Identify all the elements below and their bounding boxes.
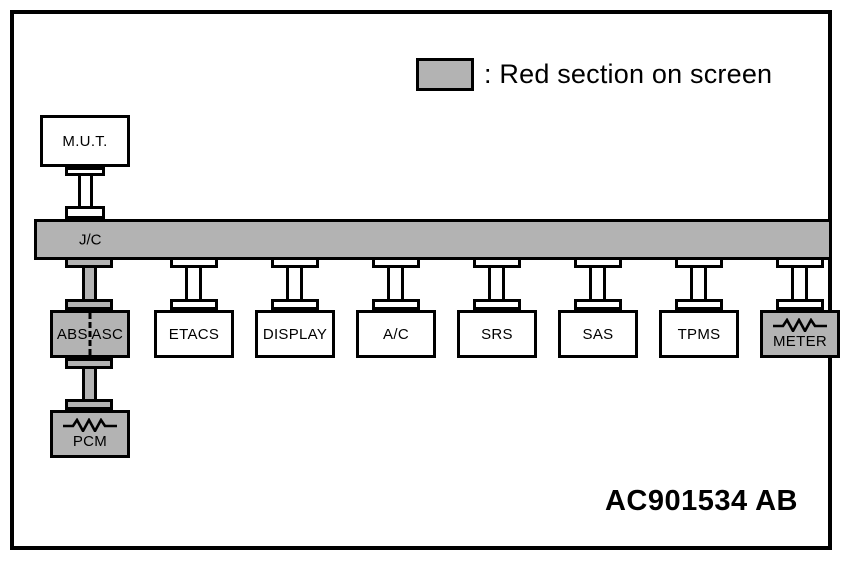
node-tpms-label: TPMS <box>677 325 721 343</box>
connector-meter-top <box>776 299 824 310</box>
connector-jc-bottom-tpms <box>675 257 723 268</box>
wire-jc-ac-left <box>387 268 390 299</box>
connector-pcm-top <box>65 399 113 410</box>
node-display-label: DISPLAY <box>262 325 328 343</box>
wire-jc-ac-right <box>401 268 404 299</box>
node-ac-label: A/C <box>383 325 409 343</box>
wire-jc-sas-left <box>589 268 592 299</box>
node-sas-label: SAS <box>582 325 614 343</box>
wire-jc-etacs-right <box>199 268 202 299</box>
node-pcm: PCM <box>50 410 130 458</box>
wire-jc-tpms-left <box>690 268 693 299</box>
connector-abs-top <box>65 299 113 310</box>
wire-jc-abs <box>82 268 97 299</box>
connector-jc-bottom-etacs <box>170 257 218 268</box>
connector-jc-top-mut <box>65 206 105 219</box>
legend-color-swatch <box>416 58 474 91</box>
resistor-icon-meter <box>771 317 829 334</box>
node-tpms: TPMS <box>659 310 739 358</box>
node-meter: METER <box>760 310 840 358</box>
connector-jc-bottom-abs <box>65 257 113 268</box>
connector-sas-top <box>574 299 622 310</box>
wire-mut-jc-right <box>90 176 93 206</box>
node-mut-label: M.U.T. <box>62 132 108 150</box>
node-etacs-label: ETACS <box>168 325 220 343</box>
connector-srs-top <box>473 299 521 310</box>
reference-code: AC901534 AB <box>604 485 798 517</box>
node-meter-label: METER <box>773 332 827 350</box>
legend: : Red section on screen <box>416 58 772 91</box>
wire-abs-pcm <box>82 369 97 399</box>
resistor-icon-pcm <box>61 417 119 434</box>
wire-jc-sas-right <box>603 268 606 299</box>
abs-asc-divider <box>88 313 92 355</box>
wire-jc-display-right <box>300 268 303 299</box>
connector-jc-bottom-sas <box>574 257 622 268</box>
connector-jc-bottom-meter <box>776 257 824 268</box>
connector-abs-bottom <box>65 358 113 369</box>
wire-mut-jc-left <box>78 176 81 206</box>
wire-jc-tpms-right <box>704 268 707 299</box>
node-sas: SAS <box>558 310 638 358</box>
connector-jc-bottom-srs <box>473 257 521 268</box>
node-etacs: ETACS <box>154 310 234 358</box>
connector-display-top <box>271 299 319 310</box>
node-abs-asc: ABS ASC <box>50 310 130 358</box>
bus-jc-label: J/C <box>79 231 102 248</box>
connector-jc-bottom-ac <box>372 257 420 268</box>
wire-jc-display-left <box>286 268 289 299</box>
connector-tpms-top <box>675 299 723 310</box>
wire-jc-etacs-left <box>185 268 188 299</box>
wire-jc-meter-left <box>791 268 794 299</box>
node-abs-asc-label: ABS ASC <box>56 325 124 343</box>
node-display: DISPLAY <box>255 310 335 358</box>
node-ac: A/C <box>356 310 436 358</box>
connector-jc-bottom-display <box>271 257 319 268</box>
connector-mut-bottom <box>65 167 105 176</box>
node-mut: M.U.T. <box>40 115 130 167</box>
wire-jc-srs-left <box>488 268 491 299</box>
wire-jc-meter-right <box>805 268 808 299</box>
connector-ac-top <box>372 299 420 310</box>
node-srs: SRS <box>457 310 537 358</box>
wire-jc-srs-right <box>502 268 505 299</box>
node-srs-label: SRS <box>481 325 513 343</box>
bus-jc: J/C <box>34 219 832 260</box>
node-pcm-label: PCM <box>72 432 108 450</box>
connector-etacs-top <box>170 299 218 310</box>
legend-label: : Red section on screen <box>484 59 773 89</box>
diagram-frame: : Red section on screen M.U.T. J/C ABS A… <box>10 10 840 550</box>
